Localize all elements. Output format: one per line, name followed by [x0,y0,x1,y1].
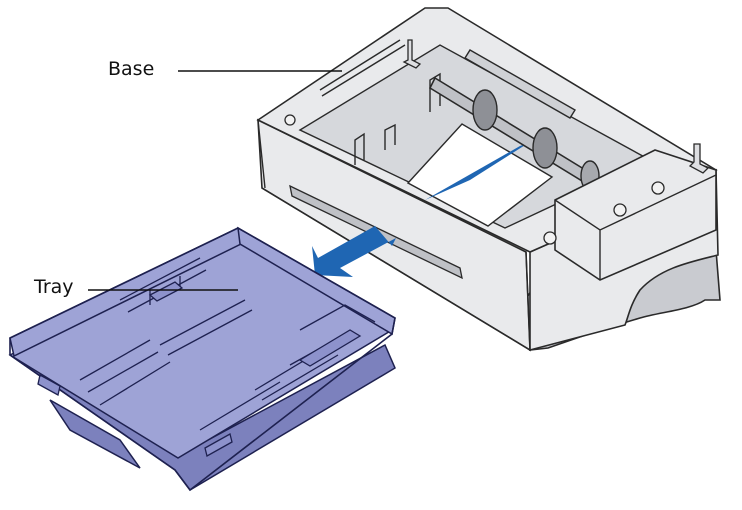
tray-corner-tabs [37,374,233,457]
base-post-right [688,143,710,174]
callout-label-tray: Tray [34,276,74,298]
tray-outline [9,227,396,492]
paper-tray [8,226,396,492]
base-knob-right-front [613,203,627,217]
roller-gear-1 [472,89,498,131]
paper-sheet [406,123,554,227]
base-guide-rail-left [319,39,406,150]
paper-pointer-icon [425,142,530,200]
base-post-left [402,39,422,69]
base-unit [256,7,721,352]
base-knob-right [651,181,665,195]
roller-gear-2 [532,127,558,169]
rear-roller [464,49,576,119]
base-right-step [554,149,717,281]
tray-front-handle [49,399,141,469]
base-knob-left [284,114,296,126]
base-right-step-edge [554,174,717,280]
pull-out-arrow-icon [312,226,396,277]
callout-label-base: Base [108,58,155,80]
base-front-ledge [257,119,531,351]
base-knob-front [543,231,557,245]
